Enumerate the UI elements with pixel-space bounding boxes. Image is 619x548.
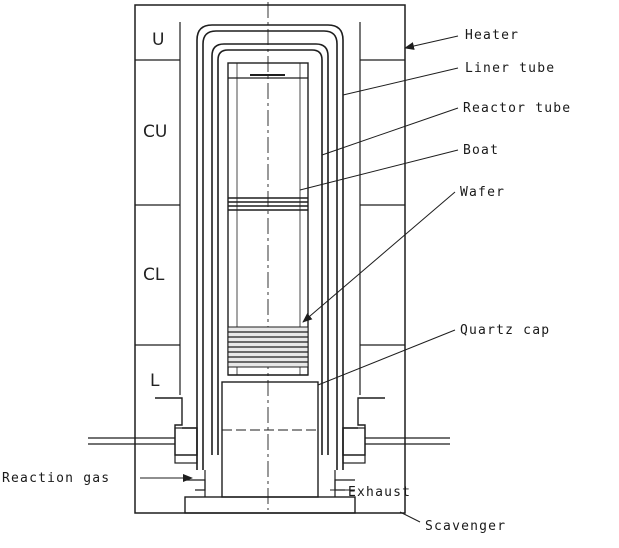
- reactor-tube-label: Reactor tube: [463, 101, 571, 116]
- zone-label-cu: CU: [143, 122, 167, 142]
- side-pipe-left: [88, 437, 175, 445]
- side-pipe-right: [365, 437, 450, 445]
- zone-label-l: L: [150, 371, 160, 391]
- exhaust-label: Exhaust: [348, 485, 411, 500]
- base-plate: [184, 470, 356, 514]
- liner-tube-label: Liner tube: [465, 61, 555, 76]
- wafer-label: Wafer: [460, 185, 505, 200]
- reaction-gas-label: Reaction gas: [2, 471, 110, 486]
- scavenger-label: Scavenger: [425, 519, 506, 534]
- zone-label-cl: CL: [143, 265, 165, 285]
- boat-label: Boat: [463, 143, 499, 158]
- reactor-tube: [211, 43, 329, 455]
- quartz-cap: [221, 374, 319, 498]
- wafer-stack-lower: [227, 326, 309, 368]
- flange-right: [342, 397, 385, 464]
- quartz-cap-label: Quartz cap: [460, 323, 550, 338]
- flange-left: [155, 397, 198, 464]
- callout-leaders: [140, 35, 459, 523]
- wafer-stack-middle: [228, 197, 308, 211]
- heater-label: Heater: [465, 28, 519, 43]
- zone-label-u: U: [152, 30, 164, 50]
- liner-tube: [196, 24, 344, 470]
